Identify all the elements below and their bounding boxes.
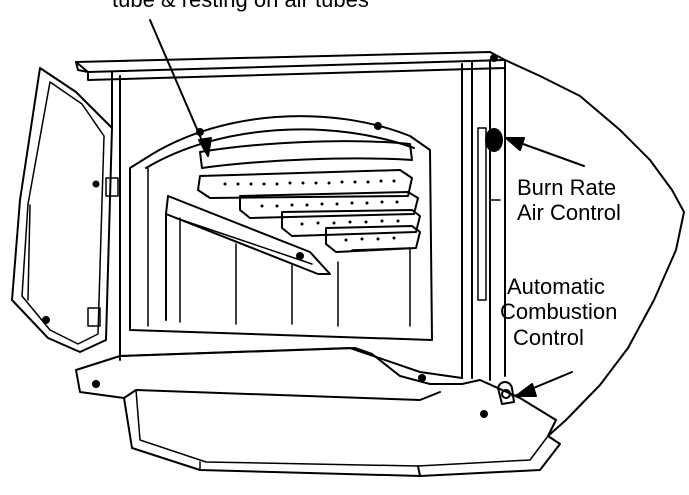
burn-rate-label-line1: Burn Rate — [517, 175, 617, 200]
top-lid — [75, 51, 506, 81]
air-tube-holes-2 — [260, 200, 399, 208]
burn-rate-air-control-knob — [485, 128, 503, 152]
burn-rate-label-line2: Air Control — [517, 200, 621, 225]
open-door — [11, 67, 119, 353]
firebrick-wall — [165, 195, 411, 327]
air-tube-holes-1 — [223, 179, 396, 186]
air-tube-holes-3 — [300, 219, 400, 226]
automatic-combustion-label-line1: Automatic — [507, 274, 605, 299]
automatic-combustion-label-line3: Control — [513, 325, 584, 350]
air-tube-holes-4 — [344, 236, 396, 242]
baffle-board — [199, 140, 413, 169]
firebox-opening — [129, 115, 433, 341]
air-tubes — [197, 169, 421, 253]
automatic-combustion-label-line2: Combustion — [500, 299, 618, 324]
ash-pan — [123, 389, 561, 477]
top-caption-label: tube & resting on air tubes — [112, 0, 369, 12]
automatic-combustion-control-device — [497, 381, 521, 405]
leader-arrows — [149, 19, 585, 397]
hearth-lip — [75, 347, 557, 437]
